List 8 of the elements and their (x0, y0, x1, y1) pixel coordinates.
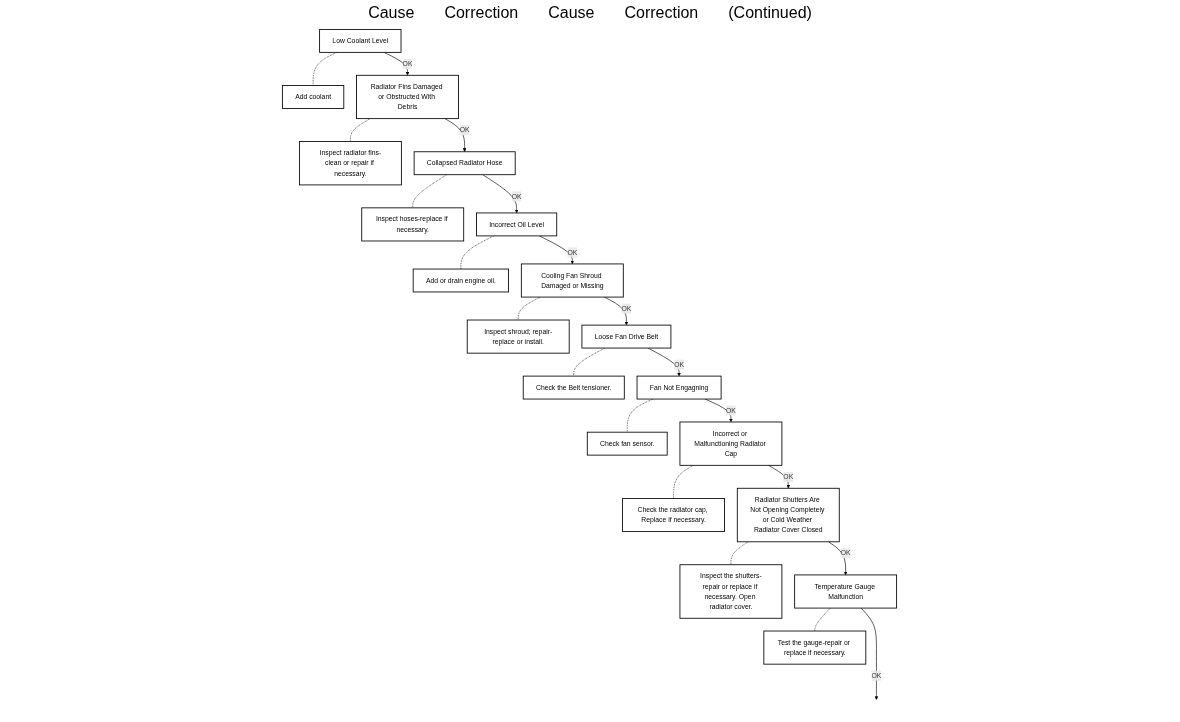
connector (412, 174, 448, 209)
column-heading: Cause (368, 4, 415, 22)
connector (731, 541, 749, 566)
connector (350, 118, 371, 142)
column-heading: (Continued) (728, 4, 812, 22)
column-heading: Correction (444, 4, 519, 22)
column-heading: Cause (548, 4, 595, 22)
column-heading: Correction (624, 4, 699, 22)
